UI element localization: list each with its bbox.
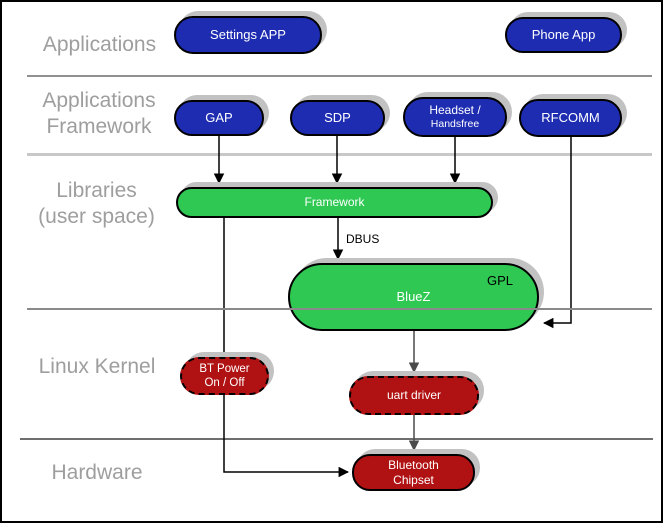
node-headset-handsfree: Headset / Handsfree <box>403 97 507 137</box>
layer-divider-1 <box>27 75 652 77</box>
node-label: Framework <box>304 195 365 209</box>
node-label-line2: Chipset <box>393 472 434 487</box>
node-label-line2: Handsfree <box>430 117 480 130</box>
node-settings-app: Settings APP <box>174 16 322 54</box>
node-label: uart driver <box>386 388 442 402</box>
node-label-line1: Bluetooth <box>388 457 439 472</box>
layer-label-text: Libraries <box>56 179 137 202</box>
layer-label-linux-kernel: Linux Kernel <box>22 354 172 380</box>
gpl-badge: GPL <box>486 273 513 288</box>
node-bluetooth-chipset: Bluetooth Chipset <box>352 454 475 491</box>
node-label-line1: BT Power <box>199 362 250 375</box>
dbus-label: DBUS <box>346 232 380 246</box>
node-label: Phone App <box>531 26 596 42</box>
node-label: Settings APP <box>210 26 286 42</box>
node-label: SDP <box>324 109 351 125</box>
node-framework: Framework <box>176 187 493 218</box>
layer-divider-2 <box>27 153 652 156</box>
layer-label-applications-framework: Applications Framework <box>20 88 178 140</box>
node-uart-driver: uart driver <box>349 376 479 415</box>
node-bluez: BlueZ GPL <box>288 263 539 331</box>
node-label: RFCOMM <box>541 109 600 125</box>
node-label-line2: On / Off <box>204 377 245 389</box>
node-sdp: SDP <box>290 100 385 136</box>
node-gap: GAP <box>174 100 264 136</box>
layer-label-text: Applications <box>42 33 157 56</box>
node-phone-app: Phone App <box>505 17 622 53</box>
node-rfcomm: RFCOMM <box>519 99 622 137</box>
layer-label-text: Hardware <box>51 461 143 484</box>
layer-divider-3 <box>27 308 652 310</box>
layer-label-libraries: Libraries (user space) <box>14 178 179 230</box>
layer-divider-4 <box>20 438 653 440</box>
layer-label-hardware: Hardware <box>27 460 167 486</box>
node-label-line1: Headset / <box>429 102 481 117</box>
layer-label-text: (user space) <box>38 205 155 228</box>
node-label: BlueZ <box>396 288 431 304</box>
node-label: GAP <box>205 109 233 125</box>
layer-label-applications: Applications <box>27 32 172 58</box>
layer-label-text: Linux Kernel <box>38 355 156 378</box>
layer-label-text: Applications <box>42 89 156 112</box>
layer-label-text: Framework <box>46 115 152 138</box>
node-bt-power: BT Power On / Off <box>180 357 269 395</box>
